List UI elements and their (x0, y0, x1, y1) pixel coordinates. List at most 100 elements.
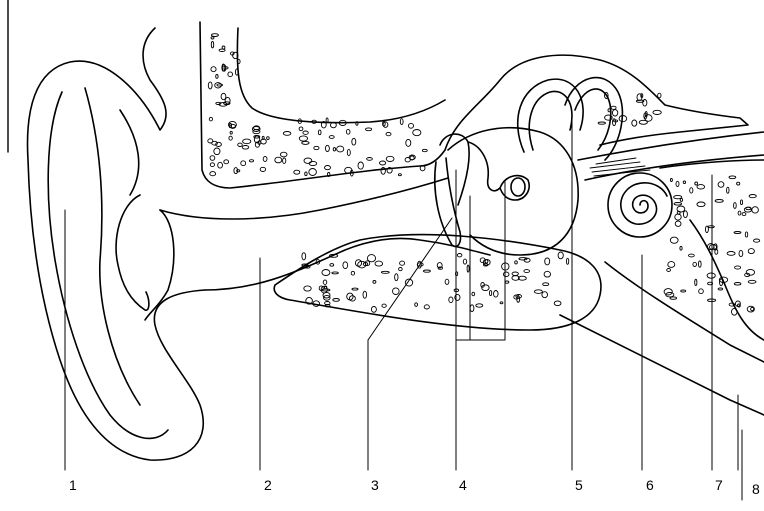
bone-dot (697, 185, 705, 189)
bone-dot (515, 261, 518, 264)
bone-dot (304, 158, 312, 163)
bone-dot (675, 221, 681, 226)
bone-dot (695, 182, 698, 185)
bone-dot (275, 157, 282, 163)
bone-dot (500, 302, 503, 304)
bone-dot (734, 283, 741, 286)
bone-dot (708, 226, 714, 228)
bone-dot (718, 288, 723, 290)
bone-dot (216, 75, 218, 79)
bone-dot (400, 261, 405, 265)
bone-dot (608, 109, 610, 112)
bone-dot (305, 172, 307, 176)
bone-dot (211, 67, 216, 72)
bone-dot (211, 41, 213, 48)
bone-dot (658, 93, 661, 98)
bone-dot (683, 181, 685, 184)
bone-dot (393, 288, 400, 295)
bone-dot (490, 291, 492, 296)
bone-dot (611, 106, 616, 109)
bone-dot (476, 304, 483, 307)
bone-dot (653, 110, 661, 114)
bone-dot (749, 195, 756, 198)
bone-dot (309, 169, 317, 176)
bone-dot (302, 141, 309, 144)
leader-line-4 (456, 170, 505, 470)
bone-dot (371, 307, 376, 313)
bone-dot (463, 259, 466, 264)
label-1: 1 (69, 478, 77, 492)
bone-dot (739, 250, 743, 256)
bone-dot (693, 262, 697, 266)
bone-dot (740, 200, 742, 205)
bone-dot (224, 160, 229, 164)
bone-dot (241, 161, 246, 166)
eustachian-tube-upper (605, 262, 764, 362)
bone-dot (707, 273, 715, 278)
bone-dot (381, 168, 385, 175)
bone-dot (363, 291, 367, 298)
bone-dot (314, 146, 319, 149)
bone-dot (544, 271, 550, 277)
inner-ear-capsule (445, 55, 748, 150)
bone-dot (423, 270, 430, 272)
bone-dot (512, 272, 518, 276)
bone-dot (219, 49, 225, 51)
bone-dot (380, 161, 386, 165)
bone-dot (748, 280, 756, 283)
bone-dot (737, 182, 740, 185)
bone-dot (734, 203, 737, 209)
bone-dot (670, 297, 677, 299)
bone-dot (302, 253, 306, 260)
bone-dot (208, 139, 213, 143)
bone-dot (236, 69, 239, 75)
bone-dot (299, 127, 303, 131)
bone-dot (237, 59, 240, 63)
bone-dot (229, 136, 232, 140)
bone-dot (218, 162, 223, 168)
bone-dot (554, 301, 561, 306)
bone-dot (395, 274, 398, 281)
bone-dot (424, 305, 429, 309)
bone-dot (524, 270, 530, 273)
bone-dot (718, 182, 724, 188)
bone-dot (729, 176, 736, 179)
bone-dot (612, 110, 617, 116)
bone-dot (375, 261, 383, 266)
bone-dot (449, 297, 453, 303)
label-7: 7 (715, 478, 723, 492)
bone-dot (242, 146, 249, 150)
bone-dot (503, 272, 509, 277)
bone-dot (667, 269, 671, 272)
bone-dot (267, 137, 270, 140)
bone-dot (643, 100, 647, 107)
helix-rim (48, 92, 168, 438)
bone-dot (519, 258, 527, 260)
bone-dot (545, 258, 550, 265)
oval-window (511, 178, 525, 196)
bone-dot (742, 213, 746, 216)
bone-dot (752, 207, 759, 213)
bone-dot (352, 138, 356, 145)
bone-dot (294, 170, 300, 174)
bone-dot (727, 187, 729, 193)
label-8: 8 (752, 482, 760, 496)
label-4: 4 (459, 478, 467, 492)
bone-dot (398, 174, 401, 176)
bone-dot (676, 181, 679, 186)
bone-dot (732, 308, 738, 315)
bone-dot (330, 264, 334, 267)
bone-dot (325, 166, 331, 170)
label-6: 6 (646, 478, 654, 492)
antihelix-fold (120, 110, 139, 195)
bone-dot (699, 261, 702, 267)
bone-dot (386, 156, 394, 161)
bone-dot (683, 211, 687, 218)
bone-dot (249, 160, 253, 162)
bone-dot (445, 279, 449, 284)
bone-dot (467, 265, 469, 272)
bone-dot (299, 136, 307, 141)
bone-dot (494, 291, 499, 298)
bone-dot (304, 286, 311, 291)
bone-dot (738, 211, 741, 215)
